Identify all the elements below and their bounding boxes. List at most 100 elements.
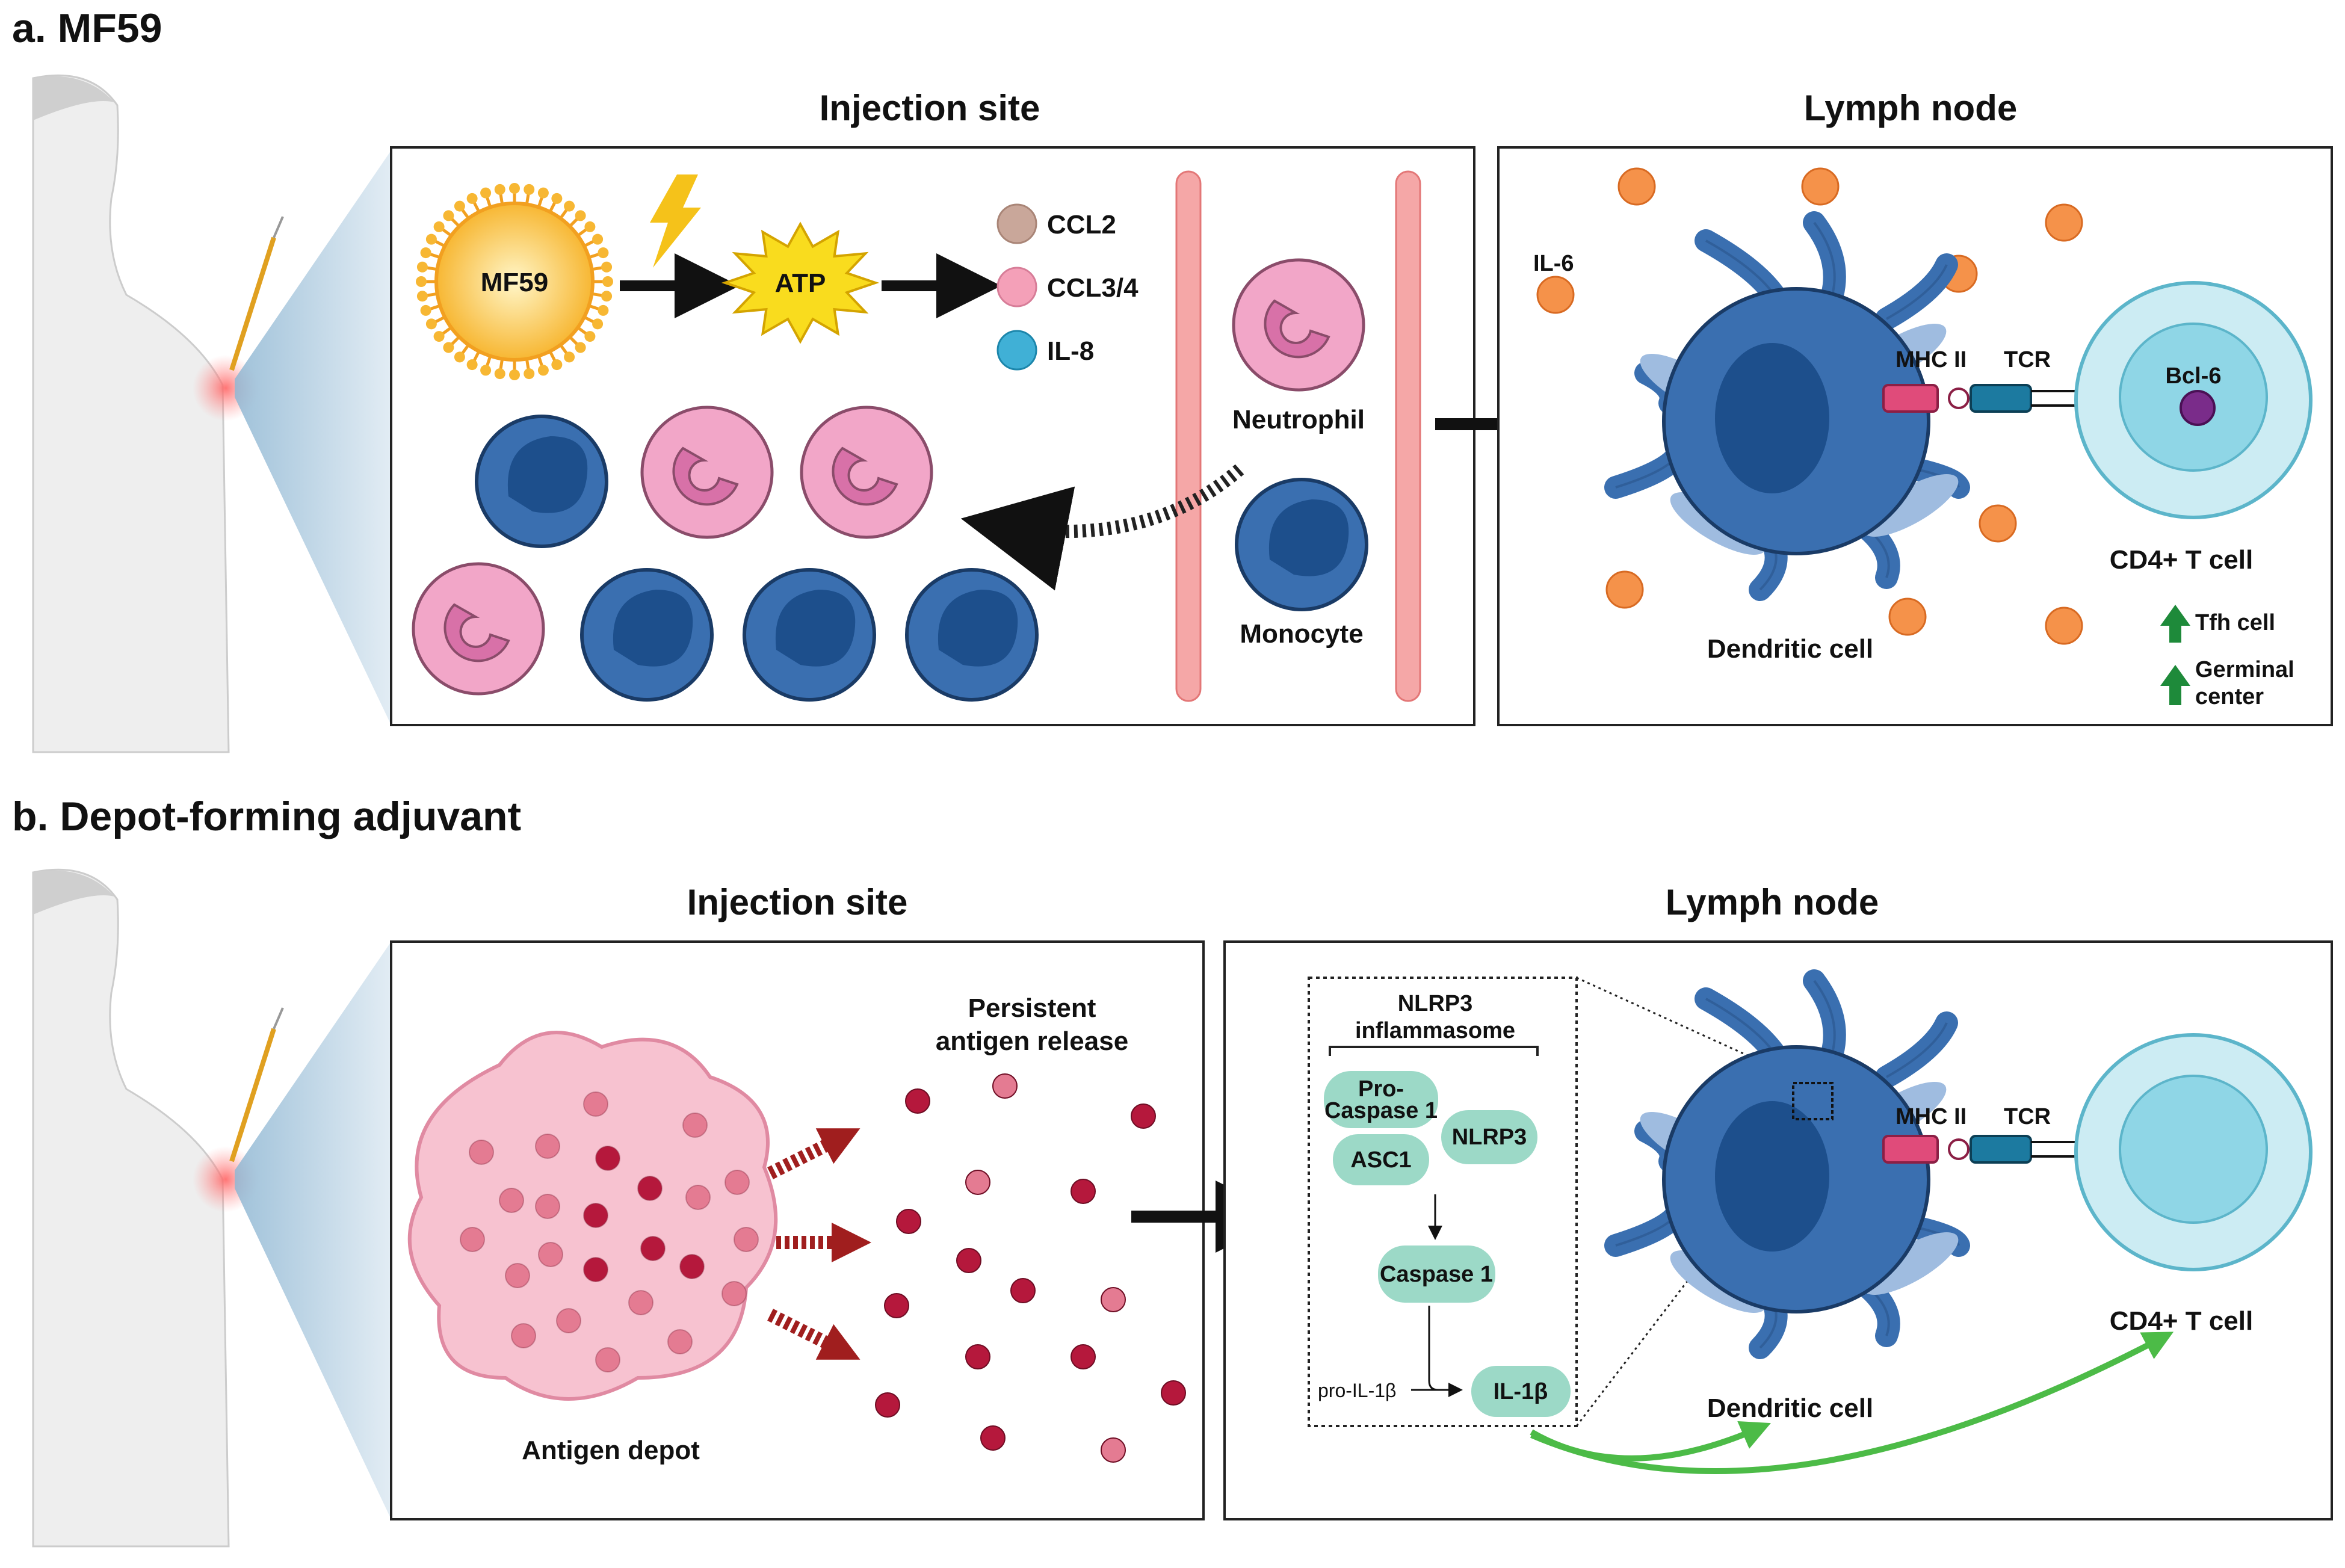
il6-dot <box>1979 504 2017 543</box>
il6-dot <box>1536 276 1575 314</box>
antigen-dot <box>667 1329 693 1354</box>
monocyte-cell <box>1235 478 1368 611</box>
dendritic-cell-label-a: Dendritic cell <box>1707 634 1873 664</box>
neutrophil-label: Neutrophil <box>1232 405 1365 434</box>
cd4-label-b: CD4+ T cell <box>2110 1306 2253 1336</box>
cd4-t-cell-b <box>2074 1033 2313 1271</box>
antigen-dot <box>1131 1103 1156 1129</box>
antigen-dot <box>1010 1278 1036 1303</box>
injection-site-title-a: Injection site <box>820 88 1040 128</box>
caspase1-label: Caspase 1 <box>1380 1262 1493 1287</box>
antigen-dot <box>734 1227 759 1252</box>
germinal-label-1: Germinal <box>2195 657 2294 682</box>
il6-dot <box>2045 203 2083 242</box>
pro-caspase-label-1: Pro- <box>1358 1076 1404 1102</box>
bcl6-label: Bcl-6 <box>2166 363 2222 389</box>
antigen-dot <box>685 1185 711 1210</box>
mhc-tcr-synapse-a <box>1882 384 2076 413</box>
recruitment-arrow <box>960 464 1244 591</box>
pro-caspase-1-node <box>1324 1071 1438 1128</box>
ccl34-label: CCL3/4 <box>1047 273 1139 303</box>
antigen-depot-label: Antigen depot <box>522 1436 700 1465</box>
antigen-dot <box>640 1236 666 1261</box>
ccl34-dot <box>996 267 1037 307</box>
pro-caspase-label-2: Caspase 1 <box>1324 1098 1438 1123</box>
antigen-dot <box>595 1146 620 1171</box>
recruited-cells <box>412 406 1039 702</box>
antigen-dot <box>460 1227 485 1252</box>
antigen-dot <box>721 1281 747 1306</box>
tfh-label: Tfh cell <box>2195 610 2275 635</box>
antigen-dot <box>1071 1179 1096 1204</box>
tcr-label-b: TCR <box>2004 1104 2051 1129</box>
antigen-dot <box>499 1188 524 1213</box>
syringe-icon <box>229 236 276 371</box>
antigen-dot <box>535 1194 560 1219</box>
antigen-dot <box>980 1425 1006 1451</box>
released-antigens <box>875 1073 1186 1463</box>
chemokine-legend: CCL2 CCL3/4 IL-8 <box>996 203 1139 371</box>
zoom-cone-a <box>235 150 391 725</box>
antigen-dot <box>884 1293 909 1318</box>
antigen-dot <box>965 1170 990 1195</box>
tfh-up-arrow <box>2160 605 2190 643</box>
il6-cytokines <box>1536 167 2083 645</box>
antigen-dot <box>1101 1437 1126 1463</box>
atp-label: ATP <box>775 268 826 298</box>
il6-dot <box>1617 167 1656 206</box>
antigen-dot <box>535 1134 560 1159</box>
mf59-emulsion: MF59 <box>416 183 613 380</box>
il8-dot <box>996 330 1037 371</box>
antigen-dot <box>1071 1344 1096 1369</box>
monocyte-cell <box>475 415 608 548</box>
antigen-dot <box>583 1257 608 1282</box>
mf59-label: MF59 <box>481 268 548 297</box>
inflammasome-zoom-box <box>1792 1082 1834 1120</box>
lymph-node-title-b: Lymph node <box>1666 882 1879 922</box>
il6-dot <box>1801 167 1840 206</box>
antigen-dot <box>628 1290 653 1315</box>
blood-vessel-a <box>1175 170 1421 702</box>
il1b-label: IL-1β <box>1494 1379 1548 1404</box>
antigen-dot <box>511 1323 536 1348</box>
panel-b-title: b. Depot-forming adjuvant <box>12 794 521 839</box>
antigen-dot <box>725 1170 750 1195</box>
antigen-dot <box>992 1073 1018 1099</box>
monocyte-label: Monocyte <box>1240 619 1363 649</box>
mhc-label-a: MHC II <box>1895 347 1967 372</box>
il6-label: IL-6 <box>1533 251 1574 276</box>
depot-antigens <box>460 1091 759 1372</box>
pro-il1b-label: pro-IL-1β <box>1318 1380 1396 1401</box>
antigen-dot <box>583 1203 608 1228</box>
antigen-dot <box>875 1392 900 1418</box>
antigen-dot <box>595 1347 620 1372</box>
antigen-dot <box>583 1091 608 1117</box>
monocyte-cell <box>905 568 1039 702</box>
lymph-node-title-a: Lymph node <box>1804 88 2017 128</box>
nlrp3-label: NLRP3 <box>1452 1125 1527 1150</box>
injection-site-title-b: Injection site <box>687 882 908 922</box>
dendritic-cell-b <box>1604 969 1970 1359</box>
panel-a-title: a. MF59 <box>12 5 162 51</box>
antigen-dot <box>505 1263 530 1288</box>
antigen-dot <box>905 1088 930 1114</box>
neutrophil-cell <box>412 562 545 696</box>
il1b-node <box>1471 1366 1571 1417</box>
germinal-label-2: center <box>2195 684 2264 709</box>
asc1-label: ASC1 <box>1350 1147 1411 1173</box>
antigen-dot <box>956 1248 981 1273</box>
neutrophil-cell <box>640 406 774 539</box>
mhc-tcr-synapse-b <box>1882 1135 2076 1164</box>
neutrophil-cell <box>800 406 933 539</box>
il6-dot <box>1888 597 1927 636</box>
antigen-dot <box>1161 1380 1186 1406</box>
nlrp3-title-2: inflammasome <box>1355 1018 1515 1043</box>
bcl6-dot <box>2180 390 2216 426</box>
release-arrows <box>767 1128 871 1360</box>
antigen-dot <box>637 1176 663 1201</box>
caspase-1-node <box>1378 1245 1495 1303</box>
il6-dot <box>2045 607 2083 645</box>
dendritic-cell-a <box>1604 211 1970 601</box>
mhc-label-b: MHC II <box>1895 1104 1967 1129</box>
